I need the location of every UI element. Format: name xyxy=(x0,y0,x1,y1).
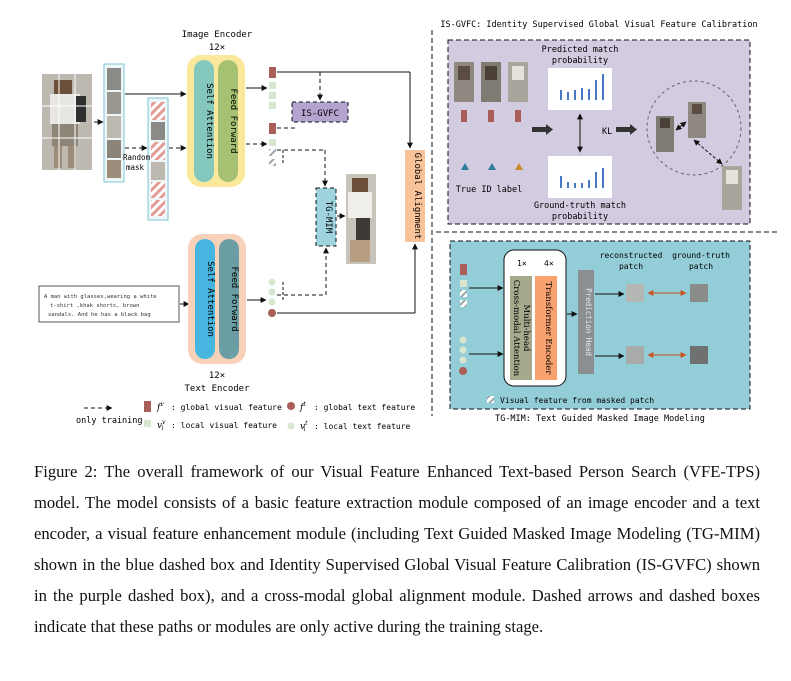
legend-vv-label: : local visual feature xyxy=(171,421,277,430)
reconstructed-person-image xyxy=(346,174,376,264)
visual-feature-stack-full xyxy=(269,67,276,109)
one-x-label: 1× xyxy=(517,259,527,268)
four-x-label: 4× xyxy=(544,259,554,268)
text-input: A man with glasses,wearing a white t-shi… xyxy=(38,285,180,323)
patch-column xyxy=(103,63,125,183)
text-feature-stack xyxy=(268,278,276,317)
text-encoder: Self Attention Feed Forward 12× Text Enc… xyxy=(184,234,250,394)
tg-mim-panel: 1× 4× Multi-headCross-modal Attention Tr… xyxy=(449,240,751,410)
tg-mim-title: TG-MIM: Text Guided Masked Image Modelin… xyxy=(495,414,705,424)
tg-mim-box: TG-MIM xyxy=(315,187,337,247)
svg-text:Global Alignment: Global Alignment xyxy=(412,153,422,240)
legend-ft: ft xyxy=(299,401,306,413)
masked-patch-column xyxy=(147,97,169,221)
is-gvfc-panel: IS-GVFC: Identity Supervised Global Visu… xyxy=(440,20,758,225)
kl-label: KL xyxy=(602,127,612,137)
caption-text: Figure 2: The overall framework of our V… xyxy=(34,462,760,636)
image-encoder-title: Image Encoder xyxy=(182,30,253,40)
legend-fv: fv xyxy=(156,401,164,413)
svg-text:IS-GVFC: IS-GVFC xyxy=(301,109,339,119)
image-feed-forward: Feed Forward xyxy=(228,88,238,153)
legend-ft-label: : global text feature xyxy=(314,403,415,412)
svg-text:Multi-headCross-modal Attentio: Multi-headCross-modal Attention xyxy=(511,280,531,377)
legend-vt-label: : local text feature xyxy=(314,422,411,431)
image-self-attention: Self Attention xyxy=(204,83,214,159)
masked-note: Visual feature from masked patch xyxy=(500,396,654,405)
global-alignment-box: Global Alignment xyxy=(405,150,425,242)
text-feed-forward: Feed Forward xyxy=(229,266,239,331)
legend-fv-label: : global visual feature xyxy=(171,403,282,412)
text-encoder-repeat: 12× xyxy=(209,371,225,381)
prediction-head-label: Prediction Head xyxy=(584,288,593,356)
visual-feature-stack-masked xyxy=(269,123,276,166)
input-person-image xyxy=(42,74,92,170)
legend-only-training: only training xyxy=(76,416,143,426)
image-encoder-repeat: 12× xyxy=(209,43,225,53)
image-encoder: Image Encoder 12× Self Attention Feed Fo… xyxy=(182,30,253,187)
text-encoder-title: Text Encoder xyxy=(184,384,250,394)
transformer-encoder-label: Transformer Encoder xyxy=(543,282,553,376)
is-gvfc-box: IS-GVFC xyxy=(291,101,349,123)
text-self-attention: Self Attention xyxy=(205,261,215,337)
svg-text:TG-MIM: TG-MIM xyxy=(323,201,333,234)
figure-caption: Figure 2: The overall framework of our V… xyxy=(34,456,760,642)
svg-text:A man with glasses,wearing a w: A man with glasses,wearing a white t-shi… xyxy=(44,294,160,318)
true-id-label: True ID label xyxy=(456,185,523,195)
legend: only training fv : global visual feature… xyxy=(76,401,415,433)
is-gvfc-title: IS-GVFC: Identity Supervised Global Visu… xyxy=(440,20,757,30)
